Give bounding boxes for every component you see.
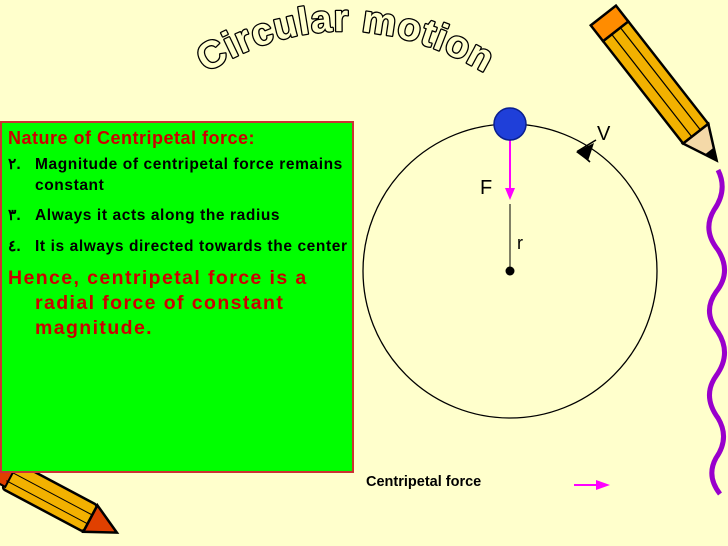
list-number: ٣. (8, 207, 21, 224)
list-number: ٤. (8, 237, 21, 255)
list-item: ٣. Always it acts along the radius (8, 206, 348, 227)
list-text: Magnitude of centripetal force remains c… (35, 156, 343, 194)
list-item: ٤. It is always directed towards the cent… (8, 237, 348, 258)
force-arrow-head (505, 188, 515, 200)
legend-label: Centripetal force (366, 474, 482, 490)
list-number: ٢. (8, 156, 21, 173)
definition-panel: Nature of Centripetal force: ٢. Magnitude… (0, 121, 354, 473)
force-label: F (480, 177, 493, 199)
legend-arrow-head (596, 480, 610, 490)
revolving-ball (493, 107, 527, 141)
radius-label: r (517, 233, 523, 253)
panel-heading: Nature of Centripetal force: (8, 128, 256, 148)
list-text: Always it acts along the radius (35, 207, 281, 224)
title-arc: Circular motion (188, 0, 502, 82)
velocity-label: V (597, 123, 611, 145)
velocity-arrow-head (576, 143, 594, 161)
pencil-icon (588, 3, 719, 163)
squiggle-decoration (706, 168, 727, 496)
list-text: It is always directed towards the center (35, 237, 348, 255)
list-item: ٢. Magnitude of centripetal force remains… (8, 155, 348, 196)
center-point (505, 266, 515, 276)
panel-conclusion: Hence, centripetal force is a radial for… (8, 267, 308, 339)
